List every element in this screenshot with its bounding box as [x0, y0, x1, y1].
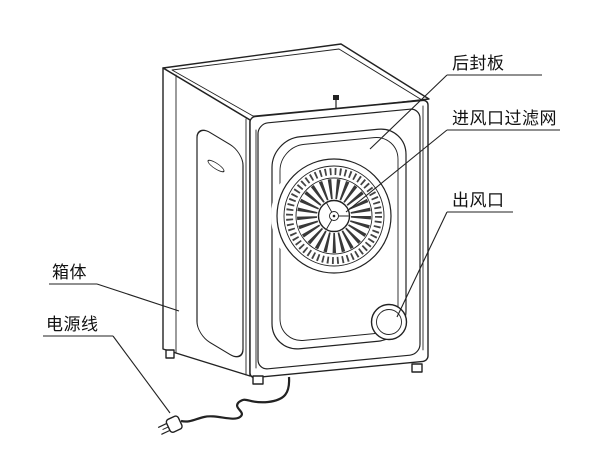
leader-cabinet: [49, 283, 180, 312]
callout-labels: 后封板 进风口过滤网 出风口 箱体 电源线: [46, 54, 557, 334]
leader-inlet-filter: [345, 129, 560, 213]
leader-lines: [43, 74, 560, 414]
rear-sealing-plate: [257, 108, 421, 370]
fan-hub-spokes: [326, 202, 349, 230]
label-rear-panel: 后封板: [452, 54, 505, 73]
side-panel-emboss: [196, 129, 244, 358]
air-outlet-port: [370, 303, 408, 341]
label-air-outlet: 出风口: [452, 191, 505, 210]
perforation-ring: [286, 168, 382, 264]
machine-side-face: [162, 67, 251, 377]
inlet-filter-grille: [271, 153, 397, 279]
fan-blade-ring: [297, 179, 371, 253]
side-handle-emboss: [207, 159, 225, 173]
label-cabinet: 箱体: [52, 263, 87, 282]
label-power-cord: 电源线: [46, 315, 99, 334]
machine-feet: [165, 349, 423, 385]
leader-air-outlet: [396, 211, 513, 318]
machine-rear-face: [249, 99, 429, 379]
leader-power-cord: [43, 335, 171, 414]
power-plug: [157, 415, 183, 435]
label-inlet-filter: 进风口过滤网: [452, 109, 557, 128]
power-cord: [157, 376, 291, 435]
leader-rear-panel: [369, 74, 542, 150]
